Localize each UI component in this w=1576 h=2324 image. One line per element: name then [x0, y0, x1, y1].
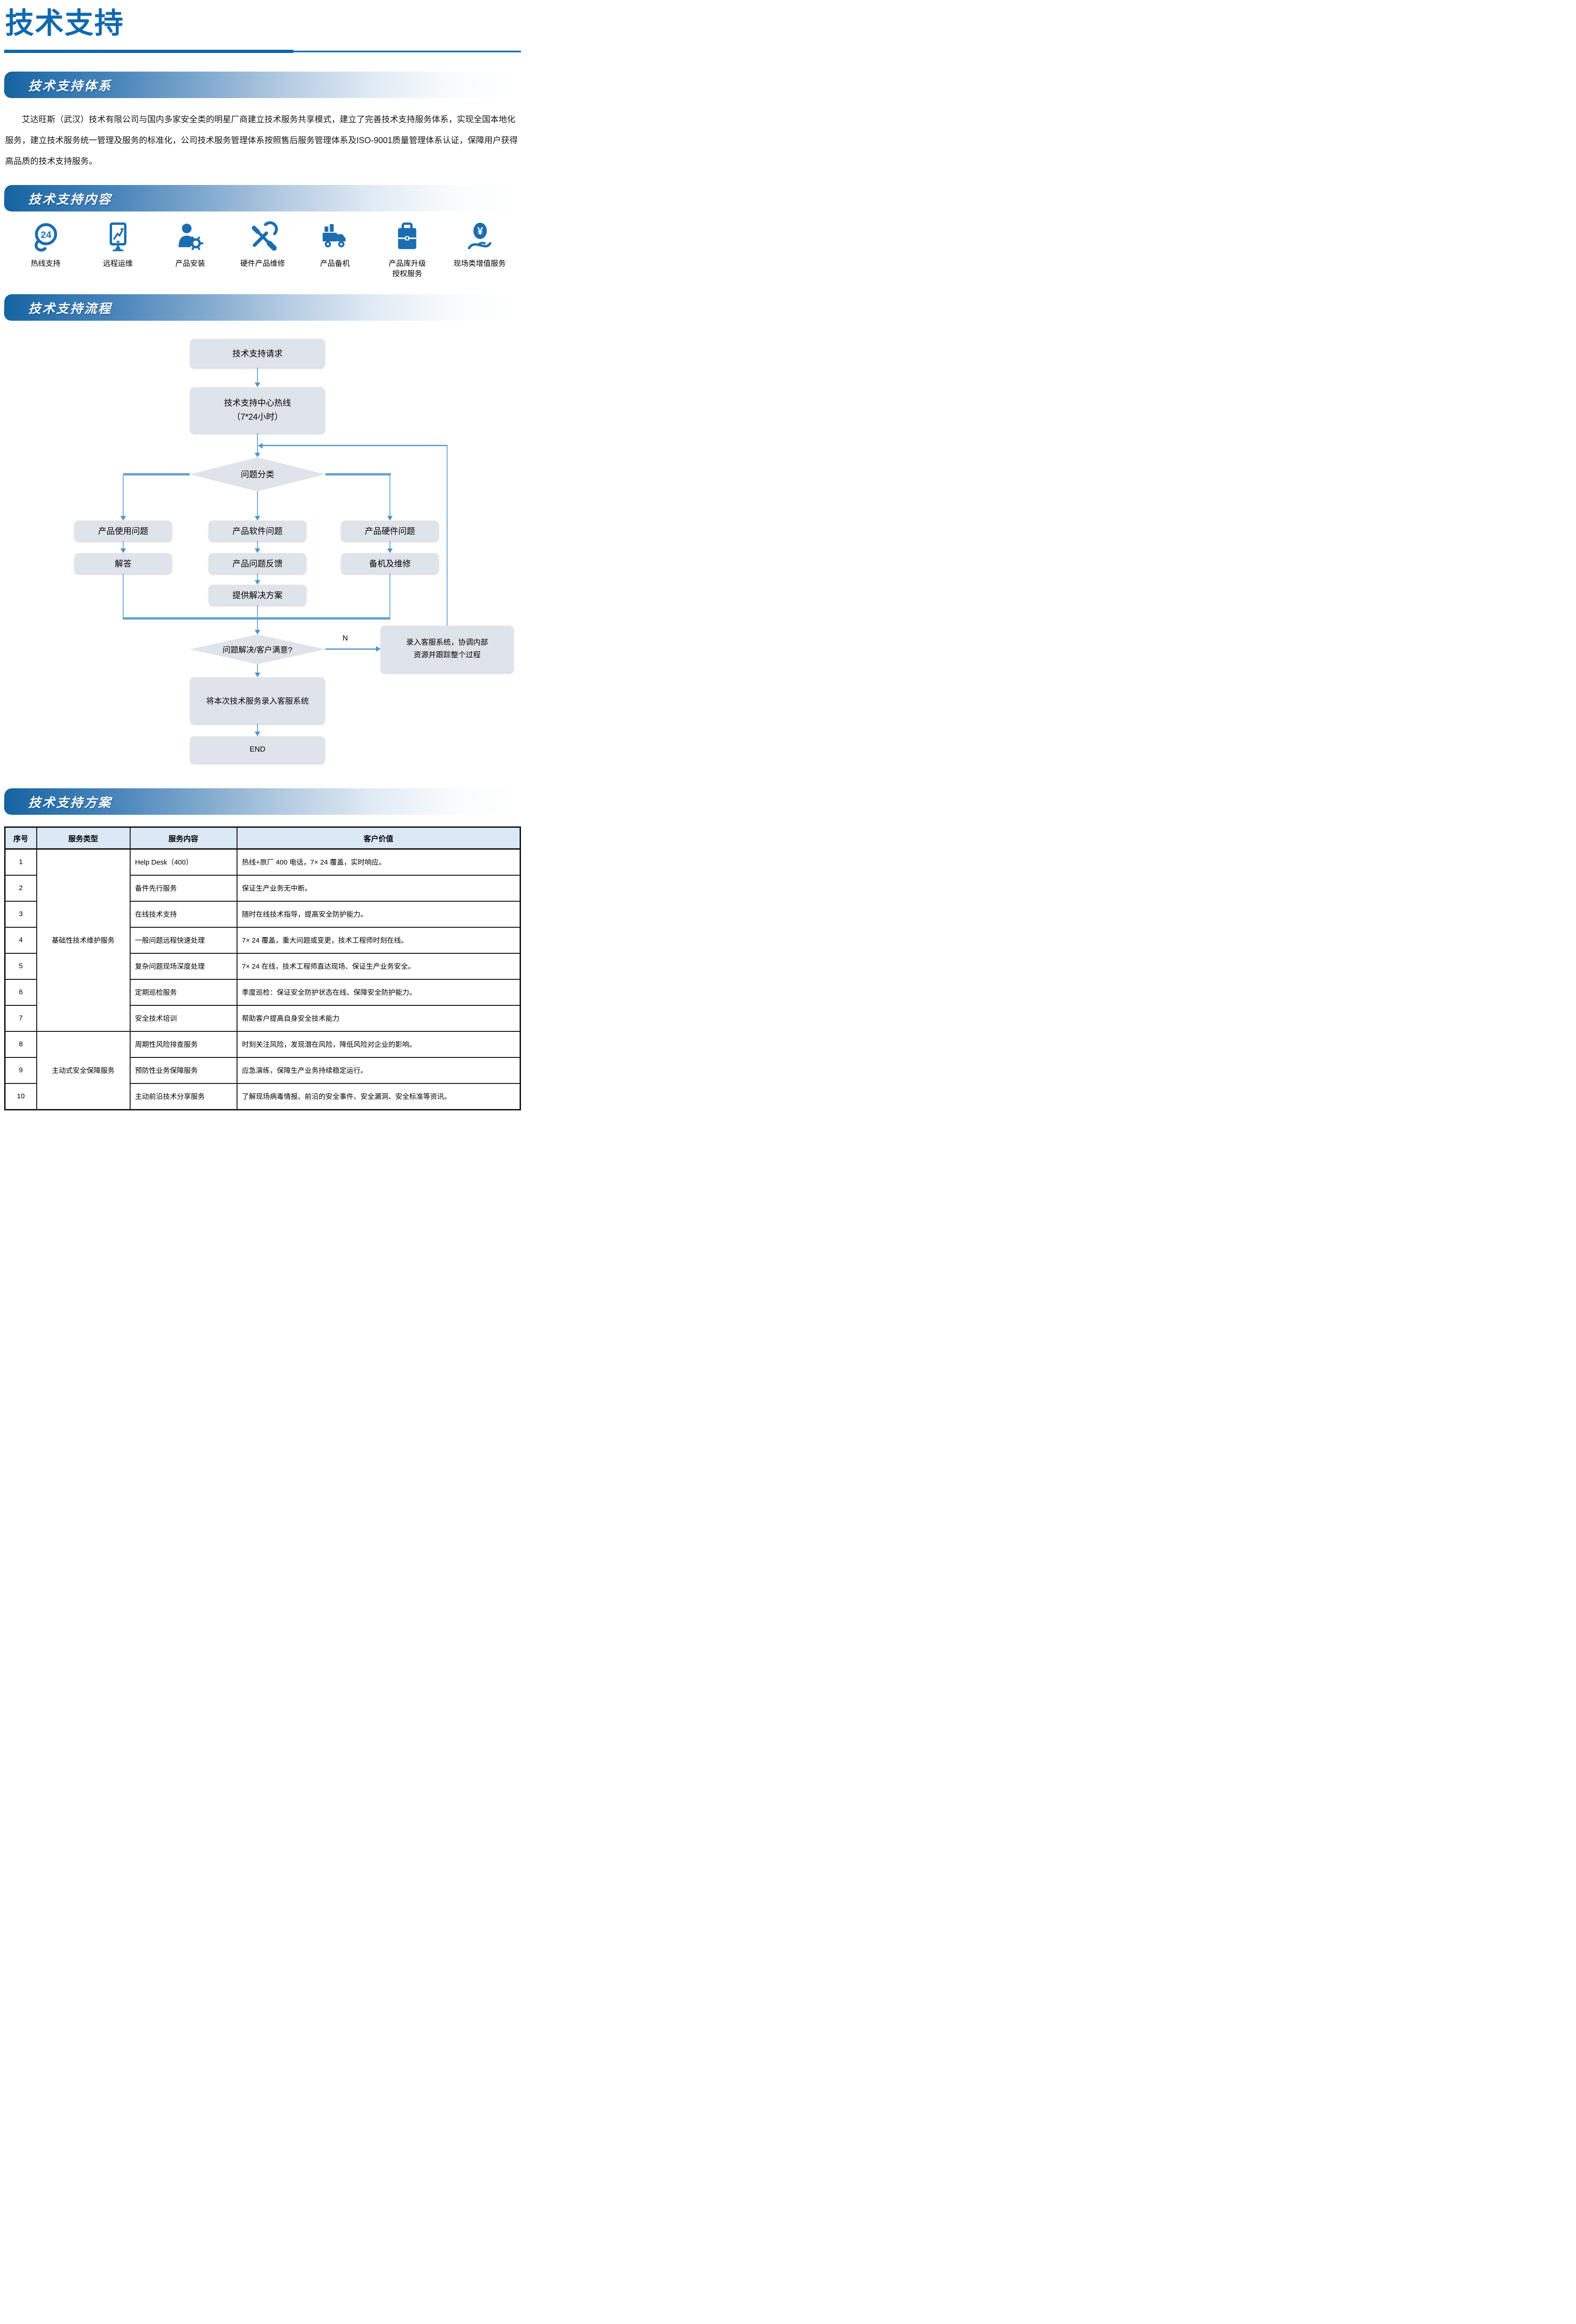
content-item-onsite: ¥ 现场类增值服务 — [445, 219, 514, 279]
col-header-type: 服务类型 — [36, 826, 131, 850]
merged-type-basic: 基础性技术维护服务 — [36, 848, 131, 1032]
content-item-label: 热线支持 — [30, 259, 60, 268]
support-plan-table: 序号 服务类型 服务内容 客户价值 1 基础性技术维护服务 Help Desk（… — [4, 826, 521, 1110]
table-row: 6 定期巡检服务 季度巡检：保证安全防护状态在线、保障安全防护能力。 — [4, 978, 521, 1006]
content-item-label: 产品安装 — [175, 259, 205, 268]
table-row: 4 一般问题远程快速处理 7× 24 覆盖，重大问题或变更，技术工程师时刻在线。 — [4, 926, 521, 954]
repair-tools-icon — [247, 219, 278, 252]
content-item-label: 产品库升级 授权服务 — [389, 259, 426, 278]
flow-node-record: 将本次技术服务录入客服系统 — [190, 677, 325, 724]
onsite-value-hand-icon: ¥ — [464, 219, 495, 252]
flow-node-hotline: 技术支持中心热线 （7*24小时） — [190, 387, 325, 433]
flow-node-answer: 解答 — [74, 553, 172, 574]
flow-node-classify: 问题分类 — [190, 457, 325, 491]
table-row: 1 基础性技术维护服务 Help Desk（400） 热线+原厂 400 电话，… — [4, 848, 521, 1032]
content-item-label: 硬件产品维修 — [240, 259, 285, 268]
section-banner-process: 技术支持流程 — [4, 294, 521, 321]
flow-node-usage-issue: 产品使用问题 — [74, 520, 172, 541]
system-paragraph: 艾达旺斯（武汉）技术有限公司与国内多家安全类的明星厂商建立技术服务共享模式，建立… — [5, 114, 518, 166]
flow-merge-line — [123, 617, 390, 620]
content-item-install: 产品安装 — [155, 219, 225, 279]
flow-node-request: 技术支持请求 — [190, 338, 325, 368]
hotline-24-icon: 24 — [30, 219, 61, 252]
section-banner-plan: 技术支持方案 — [4, 788, 521, 815]
flow-node-issue-feedback: 产品问题反馈 — [209, 553, 306, 574]
section-banner-process-label: 技术支持流程 — [28, 301, 112, 316]
title-divider — [4, 49, 521, 53]
install-person-gear-icon — [175, 219, 205, 252]
content-item-standby: 产品备机 — [300, 219, 370, 279]
table-row: 2 备件先行服务 保证生产业务无中断。 — [4, 874, 521, 902]
table-row: 7 安全技术培训 帮助客户提高自身安全技术能力 — [4, 1004, 521, 1032]
merged-type-proactive: 主动式安全保障服务 — [36, 1030, 131, 1110]
flow-node-crm: 录入客服系统，协调内部 资源并跟踪整个过程 — [381, 625, 514, 673]
svg-text:¥: ¥ — [477, 225, 483, 237]
page: 技术支持 技术支持体系 艾达旺斯（武汉）技术有限公司与国内多家安全类的明星厂商建… — [0, 8, 525, 1120]
flow-feedback-line-vertical — [447, 444, 448, 626]
table-row: 9 预防性业务保障服务 应急演练，保障生产业务持续稳定运行。 — [4, 1056, 521, 1084]
page-title: 技术支持 — [5, 7, 125, 40]
content-item-label: 现场类增值服务 — [453, 259, 506, 268]
content-item-upgrade: 产品库升级 授权服务 — [372, 219, 442, 279]
col-header-content: 服务内容 — [129, 826, 237, 850]
flow-node-satisfied: 问题解决/客户满意? — [190, 634, 325, 664]
content-item-repair: 硬件产品维修 — [228, 219, 297, 279]
flow-label-no: N — [343, 634, 348, 642]
table-row: 8 主动式安全保障服务 周期性风险排查服务 时刻关注风险，发现潜在风险，降低风险… — [4, 1030, 521, 1110]
section-banner-content-label: 技术支持内容 — [28, 192, 112, 206]
flow-node-software-issue: 产品软件问题 — [209, 520, 306, 541]
table-row: 5 复杂问题现场深度处理 7× 24 在线，技术工程师直达现场、保证生产业务安全… — [4, 952, 521, 980]
flow-node-standby-repair: 备机及维修 — [341, 553, 439, 574]
support-content-icons: 24 热线支持 远程运维 — [11, 219, 514, 279]
content-item-remote: 远程运维 — [83, 219, 153, 279]
table-header-row: 序号 服务类型 服务内容 客户价值 — [4, 826, 521, 850]
col-header-value: 客户价值 — [236, 826, 521, 850]
upgrade-briefcase-icon — [392, 219, 422, 252]
title-divider-thin — [293, 50, 521, 52]
flow-node-hardware-issue: 产品硬件问题 — [341, 520, 439, 541]
standby-truck-icon — [320, 219, 350, 252]
table-row: 3 在线技术支持 随时在线技术指导，提高安全防护能力。 — [4, 900, 521, 928]
content-item-hotline: 24 热线支持 — [11, 219, 80, 279]
flow-feedback-line-horizontal — [263, 444, 447, 446]
svg-text:24: 24 — [41, 230, 52, 240]
flow-node-solution: 提供解决方案 — [209, 584, 306, 605]
flow-node-end: END — [190, 736, 325, 763]
title-divider-thick — [4, 49, 293, 53]
section-banner-system-label: 技术支持体系 — [28, 79, 112, 93]
content-item-label: 产品备机 — [320, 259, 350, 268]
table-row: 10 主动前沿技术分享服务 了解现场病毒情报、前沿的安全事件、安全漏洞、安全标准… — [4, 1083, 521, 1110]
section-banner-system: 技术支持体系 — [4, 71, 521, 98]
section-banner-plan-label: 技术支持方案 — [28, 795, 112, 810]
section-banner-content: 技术支持内容 — [4, 185, 521, 211]
support-flowchart: 技术支持请求 技术支持中心热线 （7*24小时） 问题分类 产品使用问题 产品软… — [4, 331, 521, 769]
col-header-no: 序号 — [4, 826, 37, 850]
content-item-label: 远程运维 — [103, 259, 133, 268]
remote-monitor-icon — [103, 219, 133, 252]
